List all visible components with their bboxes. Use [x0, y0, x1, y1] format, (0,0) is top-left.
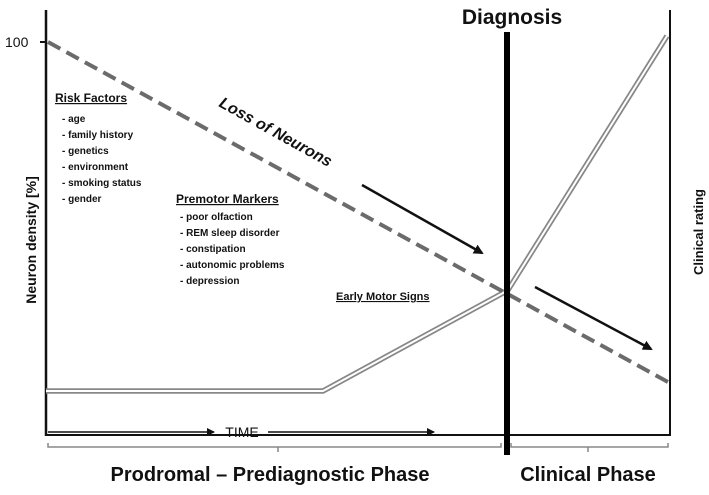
premotor-marker-item: - REM sleep disorder: [180, 228, 280, 239]
risk-factor-item: - genetics: [62, 146, 109, 157]
risk-factor-item: - family history: [62, 130, 134, 141]
risk-factors-heading: Risk Factors: [55, 91, 127, 105]
prodromal-phase-bracket: [47, 443, 502, 448]
clinical-rating-curve-outline: [46, 34, 670, 394]
y-tick-label-100: 100: [5, 34, 29, 50]
clinical-rating-curve: [46, 35, 668, 392]
premotor-markers-heading: Premotor Markers: [176, 192, 279, 206]
premotor-marker-item: - poor olfaction: [180, 212, 253, 223]
risk-factor-item: - age: [62, 114, 86, 125]
premotor-marker-item: - depression: [180, 276, 239, 287]
left-axis-label: Neuron density [%]: [23, 176, 39, 304]
diagnosis-title: Diagnosis: [462, 6, 562, 29]
arrow-neuron-loss-1: [361, 183, 484, 255]
clinical-phase-label: Clinical Phase: [520, 464, 656, 486]
arrow-neuron-loss-2: [534, 285, 653, 351]
risk-factor-item: - environment: [62, 162, 129, 173]
right-axis-label: Clinical rating: [691, 189, 706, 275]
prodromal-phase-label: Prodromal – Prediagnostic Phase: [111, 464, 430, 486]
risk-factors-list: - age - family history - genetics - envi…: [62, 114, 142, 205]
premotor-markers-list: - poor olfaction - REM sleep disorder - …: [180, 212, 285, 287]
early-motor-signs-label: Early Motor Signs: [336, 291, 430, 303]
neuron-density-line: [47, 40, 669, 384]
risk-factor-item: - gender: [62, 194, 102, 205]
premotor-marker-item: - constipation: [180, 244, 246, 255]
loss-of-neurons-label: Loss of Neurons: [216, 95, 335, 171]
time-label: TIME: [225, 424, 258, 440]
risk-factor-item: - smoking status: [62, 178, 142, 189]
premotor-marker-item: - autonomic problems: [180, 260, 285, 271]
clinical-phase-bracket: [510, 443, 669, 448]
